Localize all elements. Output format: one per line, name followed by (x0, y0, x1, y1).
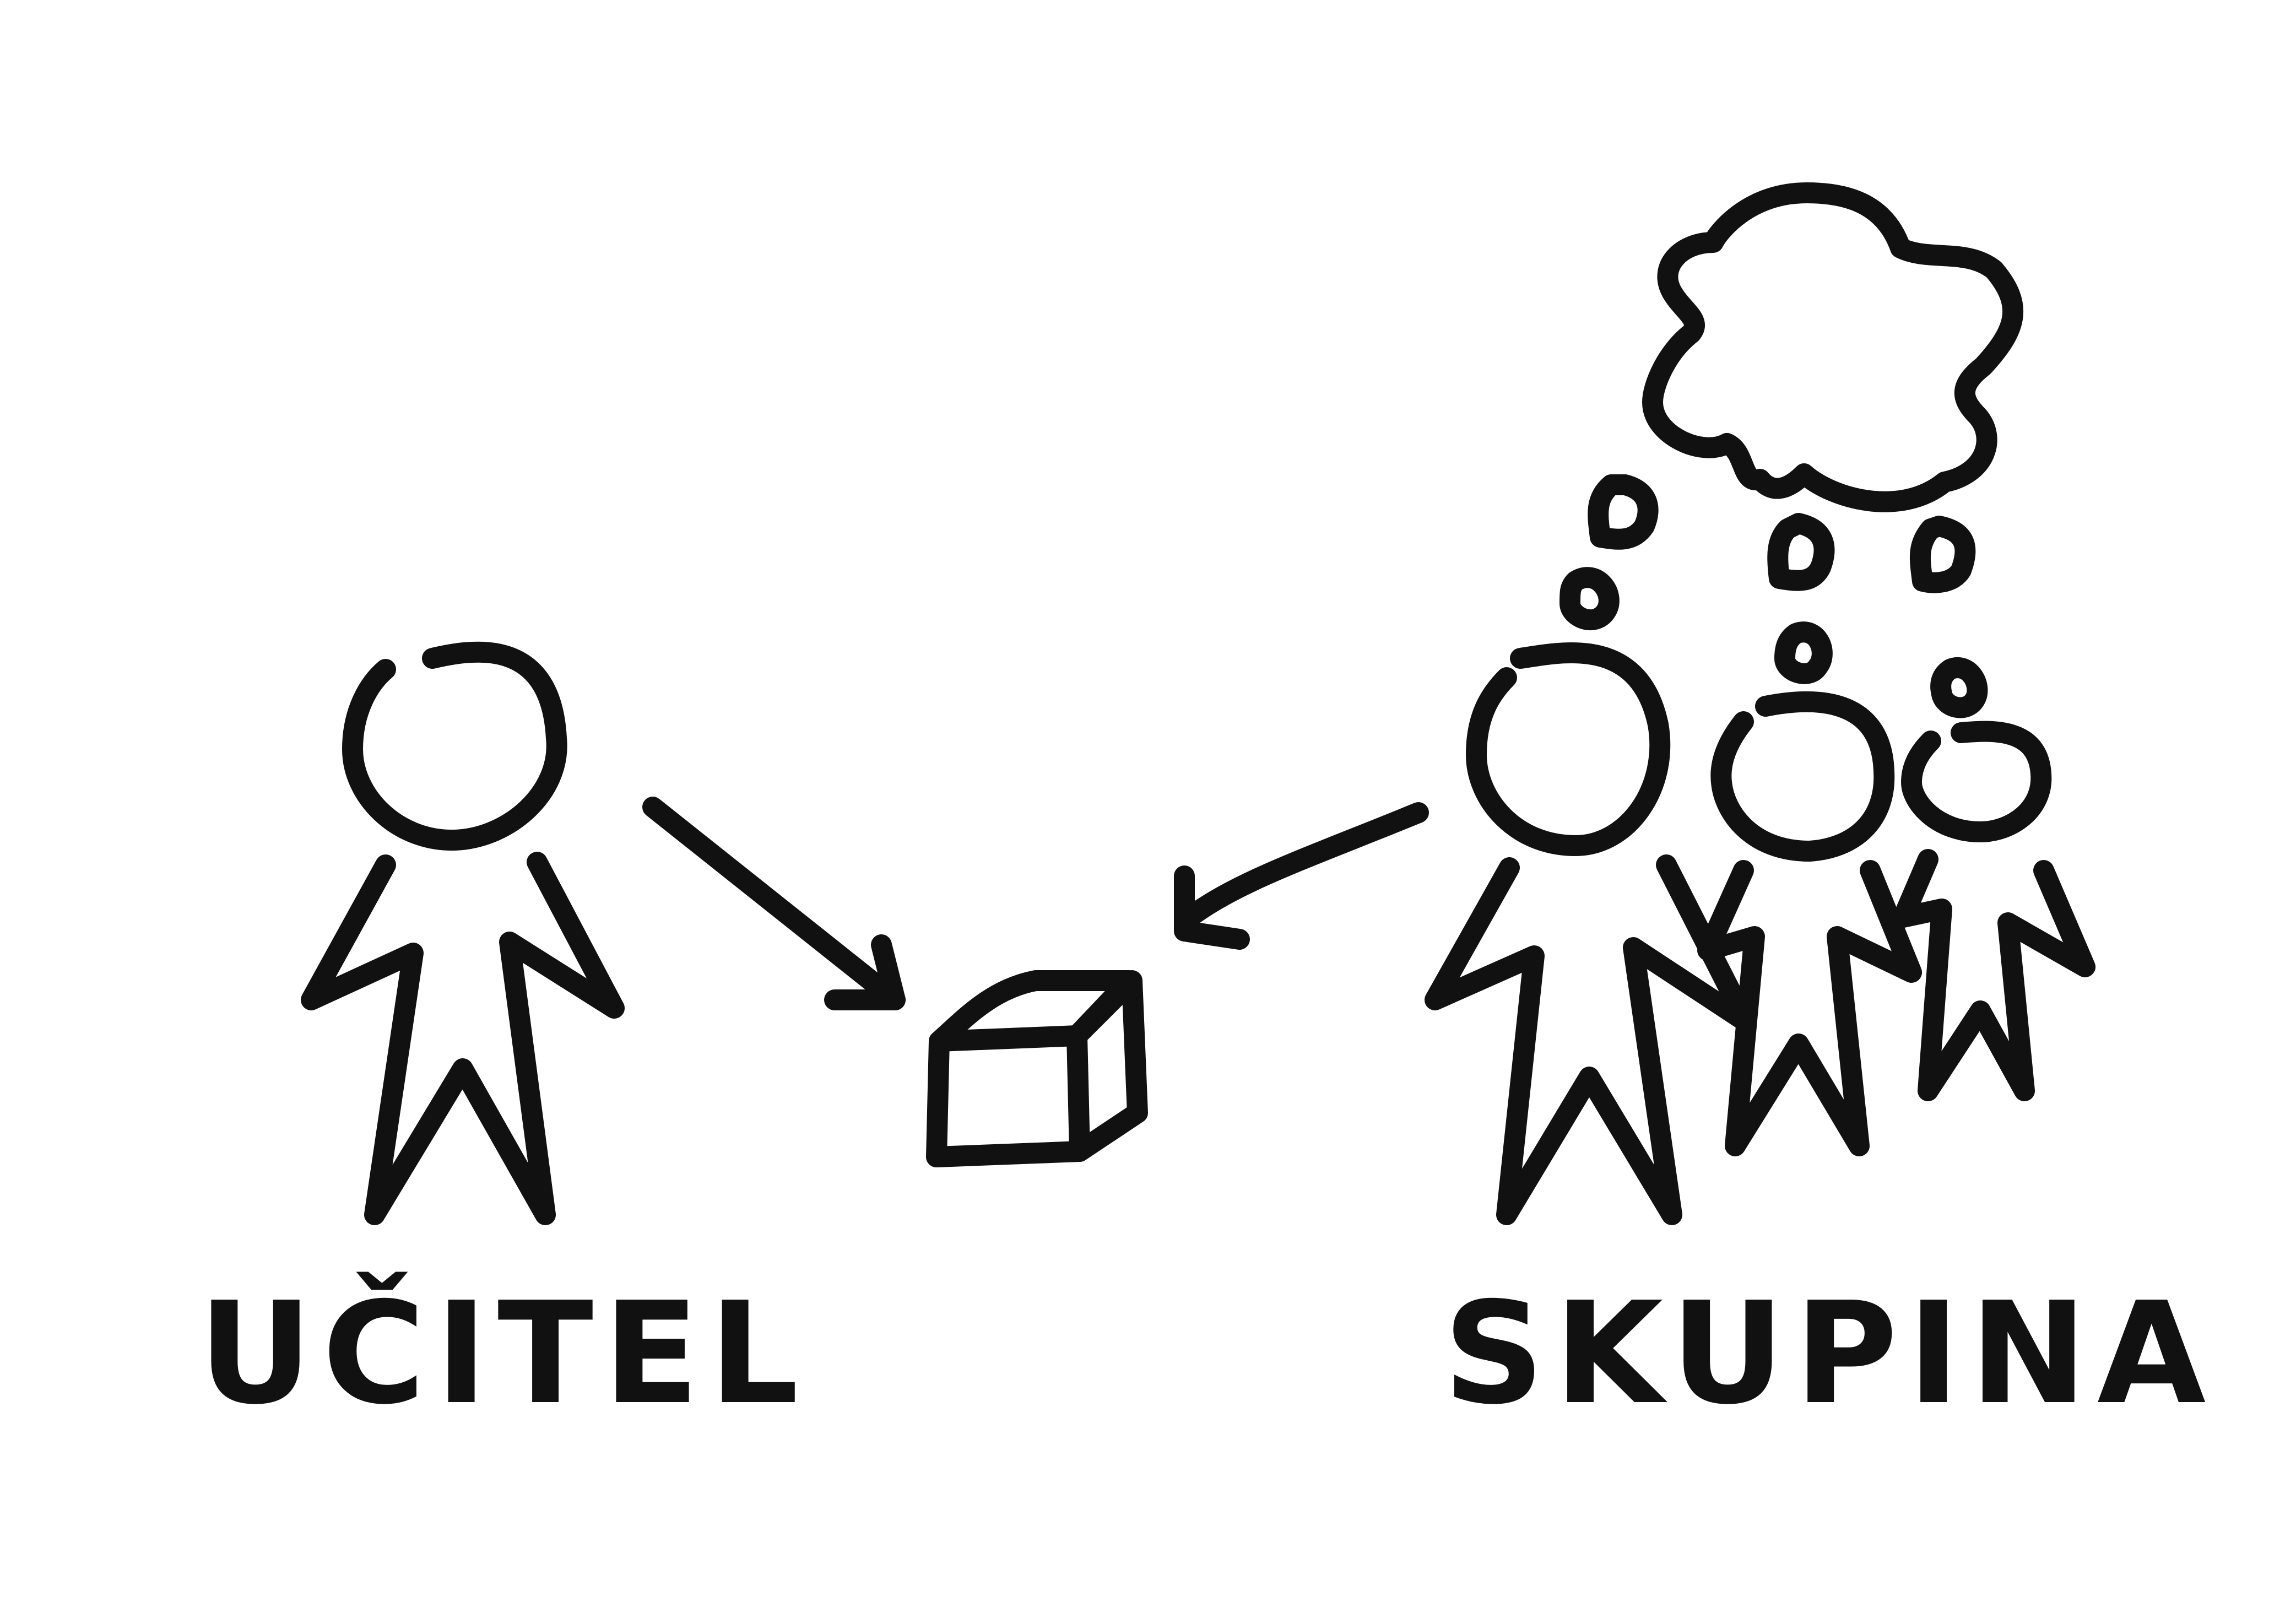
group-person-3-head (1901, 721, 2052, 842)
group-arrow-icon (1174, 802, 1429, 950)
teacher-head (342, 641, 567, 851)
thought-bubble-3 (1909, 516, 1976, 593)
teacher-label: UČITEL (198, 1272, 809, 1436)
box-side (1066, 970, 1148, 1162)
thought-bubble-4 (1559, 567, 1620, 630)
teacher-arrow-icon (642, 797, 906, 1010)
thought-bubble-2 (1767, 513, 1835, 591)
thought-bubble-1 (1588, 474, 1659, 550)
thought-bubble-5 (1774, 621, 1833, 684)
box-icon (926, 970, 1148, 1167)
thought-bubble-6 (1930, 657, 1988, 718)
group-person-1-head (1466, 642, 1671, 856)
group-label: SKUPINA (1443, 1272, 2216, 1436)
box-front (926, 1025, 1090, 1167)
group-figures-icon (1425, 642, 2095, 1225)
box-top (929, 970, 1140, 1052)
thought-cloud (1642, 182, 2023, 512)
group-person-3-body (1893, 849, 2095, 1101)
group-person-2-head (1710, 691, 1895, 862)
group-person-1-body (1425, 854, 1757, 1225)
teacher-body (301, 852, 625, 1225)
thought-cloud-icon (1559, 182, 2023, 718)
group-person-2-body (1697, 860, 1922, 1156)
teacher-figure-icon (301, 641, 625, 1225)
